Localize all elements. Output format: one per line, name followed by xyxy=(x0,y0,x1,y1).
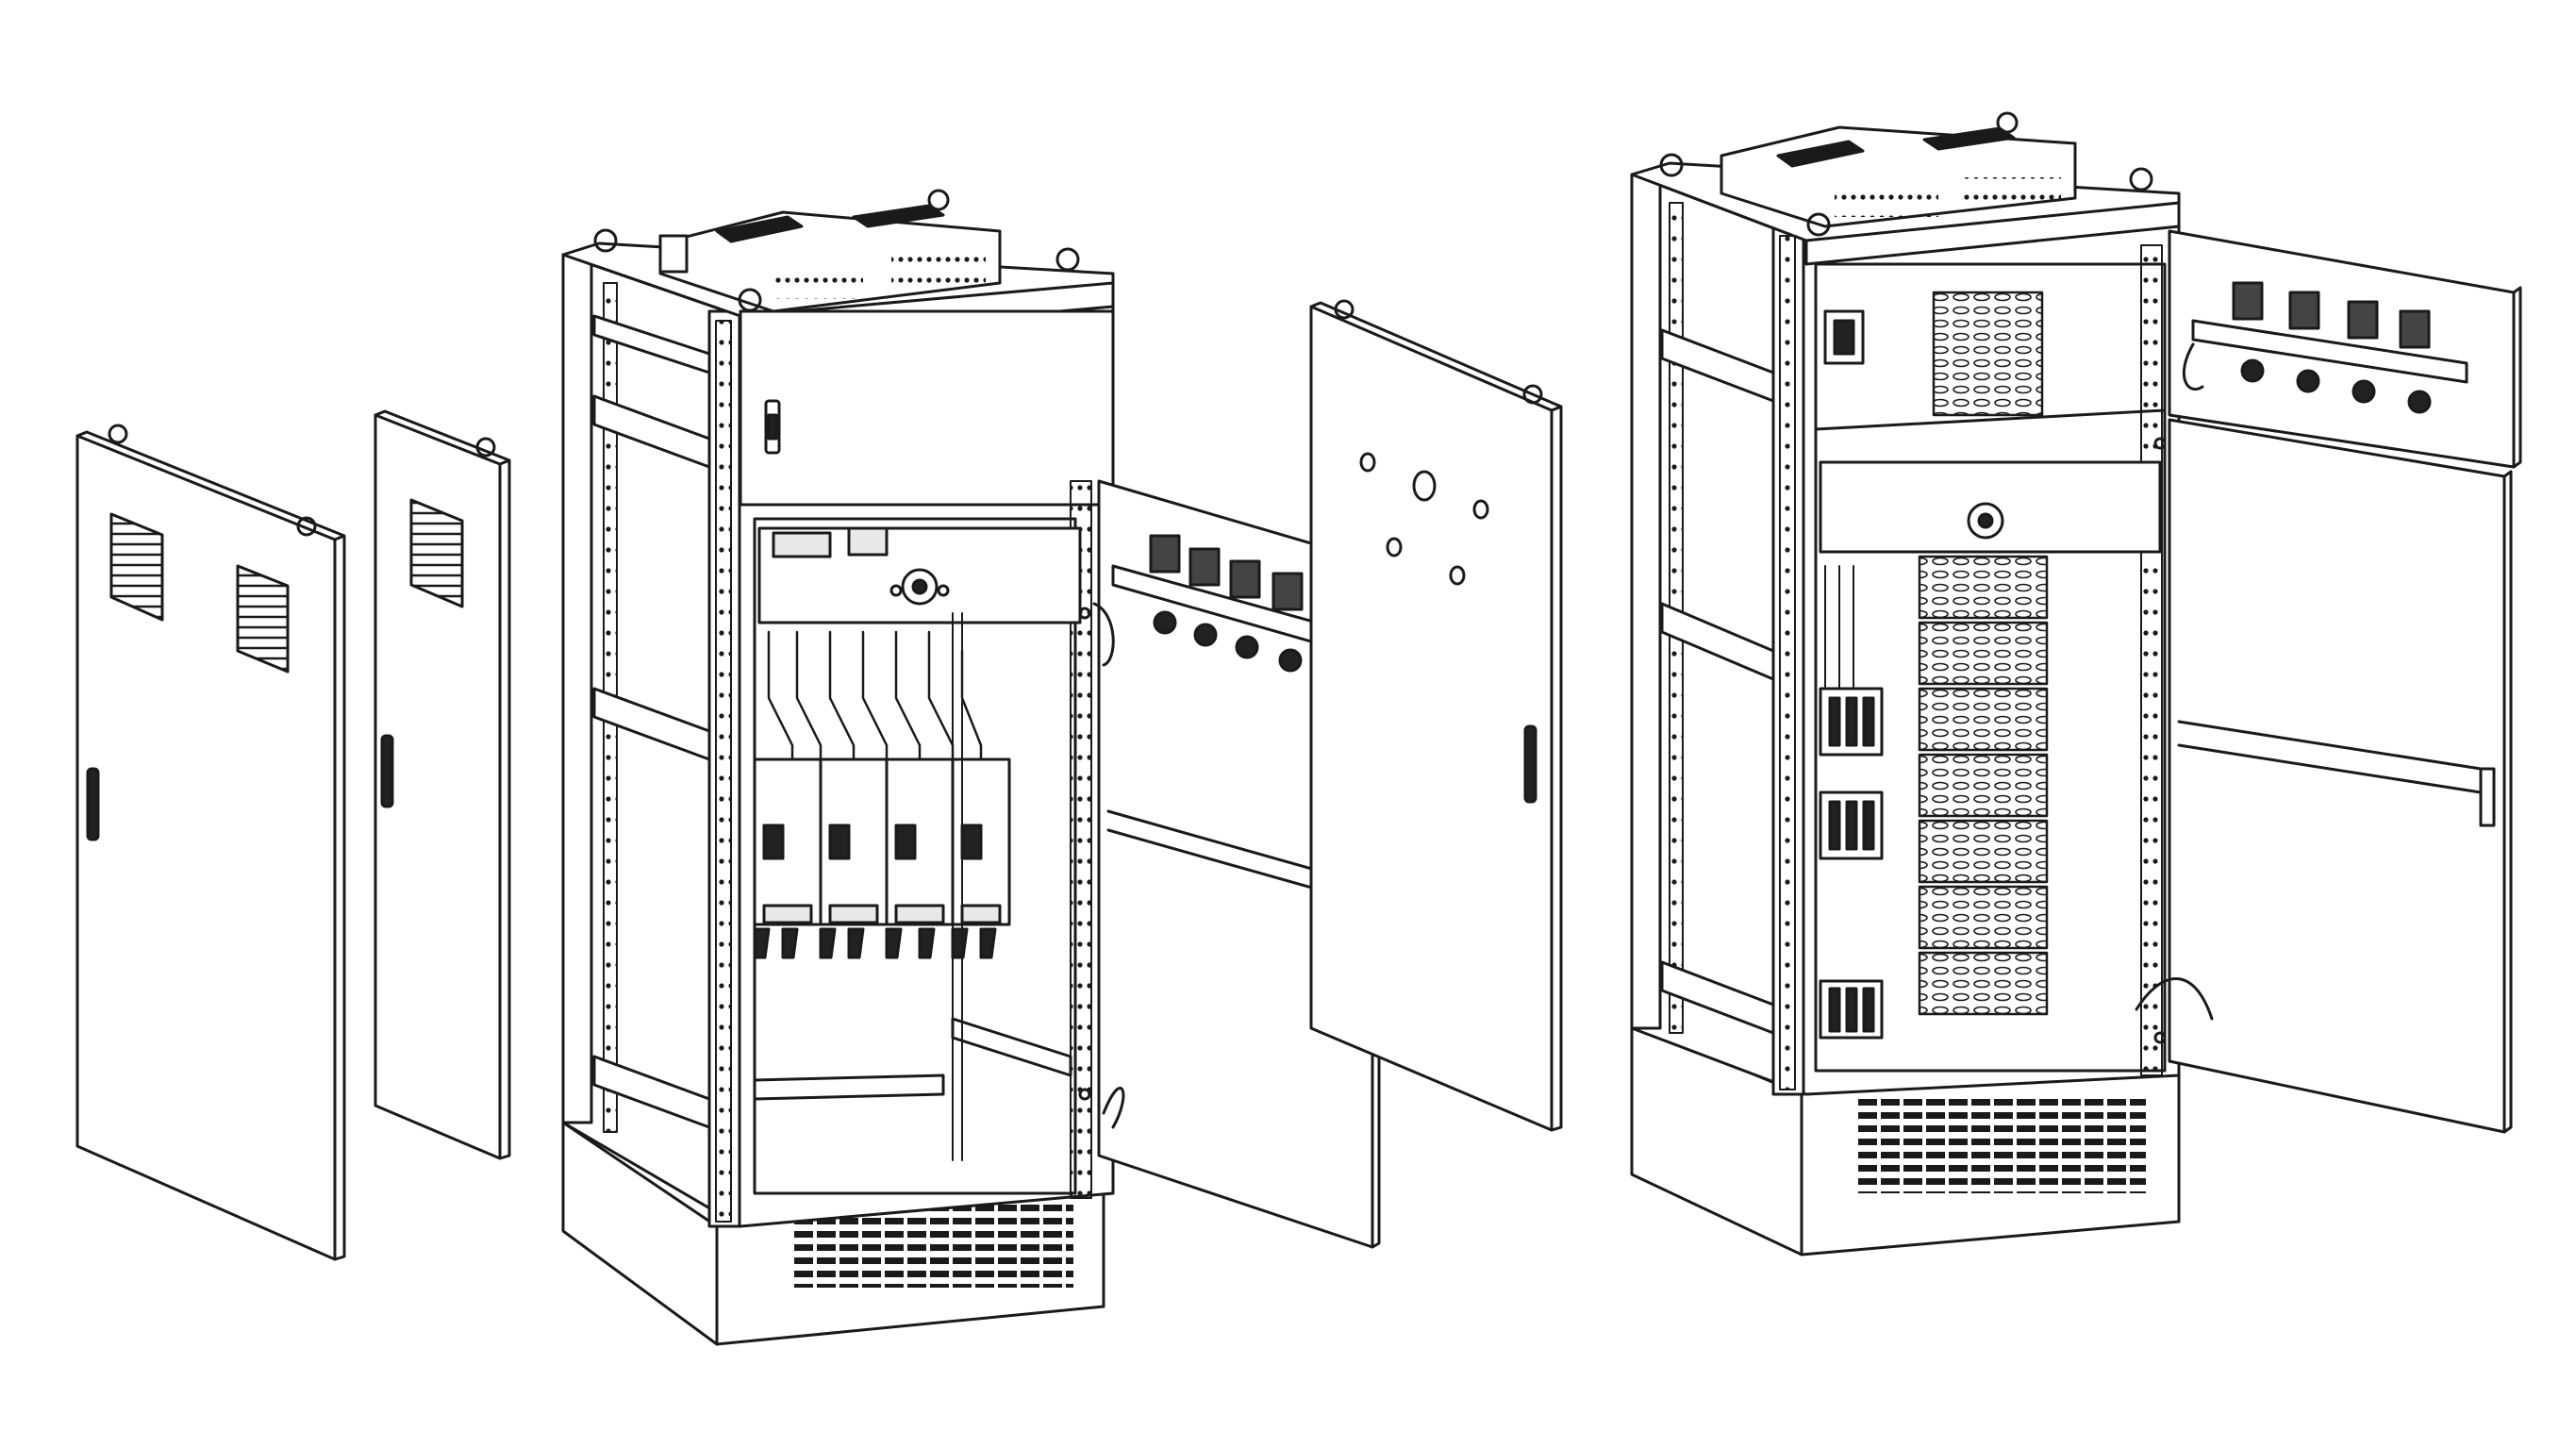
lifting-eye-icon xyxy=(108,424,128,444)
louver-vent-icon xyxy=(236,564,290,674)
door-handle-icon xyxy=(86,767,100,841)
louver-vent-icon xyxy=(409,498,464,608)
pilot-light-icon xyxy=(2240,358,2265,383)
cabinet-a xyxy=(561,189,1381,1346)
pilot-light-icon xyxy=(2296,369,2320,393)
instrument-compartment xyxy=(739,309,1115,507)
indicator-module-icon xyxy=(1188,547,1221,587)
lifting-eye-icon xyxy=(1522,384,1543,405)
indicator-module-icon xyxy=(1149,534,1181,574)
loose-door-panel-vented xyxy=(75,424,346,1261)
lifting-eye-icon xyxy=(475,437,496,458)
loose-panel-with-knockouts xyxy=(1309,299,1563,1132)
mesh-module-stack xyxy=(1918,555,2049,1016)
knockout-hole-icon xyxy=(1472,499,1489,520)
indicator-module-icon xyxy=(2288,291,2320,330)
lifting-eye-icon xyxy=(593,228,618,253)
cabinet-b-upper-door xyxy=(2168,229,2522,469)
indicator-module-icon xyxy=(2232,281,2264,321)
pilot-light-icon xyxy=(1153,610,1177,635)
louver-vent-icon xyxy=(109,512,164,622)
lifting-eye-icon xyxy=(296,516,317,537)
door-handle-icon xyxy=(380,734,394,808)
vent-grille-icon xyxy=(1858,1099,2146,1193)
knockout-hole-icon xyxy=(1449,565,1466,586)
knockout-hole-icon xyxy=(1386,537,1403,558)
lifting-eye-icon xyxy=(1996,111,2019,134)
lifting-eye-icon xyxy=(1334,299,1354,320)
pilot-light-icon xyxy=(1193,623,1218,647)
pilot-light-icon xyxy=(2407,390,2432,414)
lifting-eye-icon xyxy=(1806,212,1831,237)
door-handle-icon xyxy=(1523,724,1537,804)
indicator-module-icon xyxy=(2347,300,2379,340)
cabinet-b-lower-door xyxy=(2135,418,2513,1134)
lifting-eye-icon xyxy=(2129,167,2153,191)
lifting-eye-icon xyxy=(927,189,950,211)
lifting-eye-icon xyxy=(1659,153,1684,177)
pilot-light-icon xyxy=(2352,379,2376,404)
cabinet-b xyxy=(1630,111,2522,1257)
pilot-light-icon xyxy=(1235,635,1259,659)
loose-side-panel-vented xyxy=(374,409,511,1160)
lifting-eye-icon xyxy=(1055,247,1080,272)
indicator-module-row xyxy=(1149,534,1304,673)
contactor-column xyxy=(1819,687,1884,1040)
indicator-module-icon xyxy=(1229,559,1261,599)
knockout-hole-icon xyxy=(1359,452,1376,473)
indicator-module-icon xyxy=(2399,309,2431,349)
mesh-module xyxy=(1932,291,2044,417)
knockout-hole-icon xyxy=(1412,470,1437,502)
pilot-light-rail xyxy=(2191,319,2468,384)
pilot-light-icon xyxy=(1278,648,1303,673)
indicator-module-icon xyxy=(1271,572,1304,611)
